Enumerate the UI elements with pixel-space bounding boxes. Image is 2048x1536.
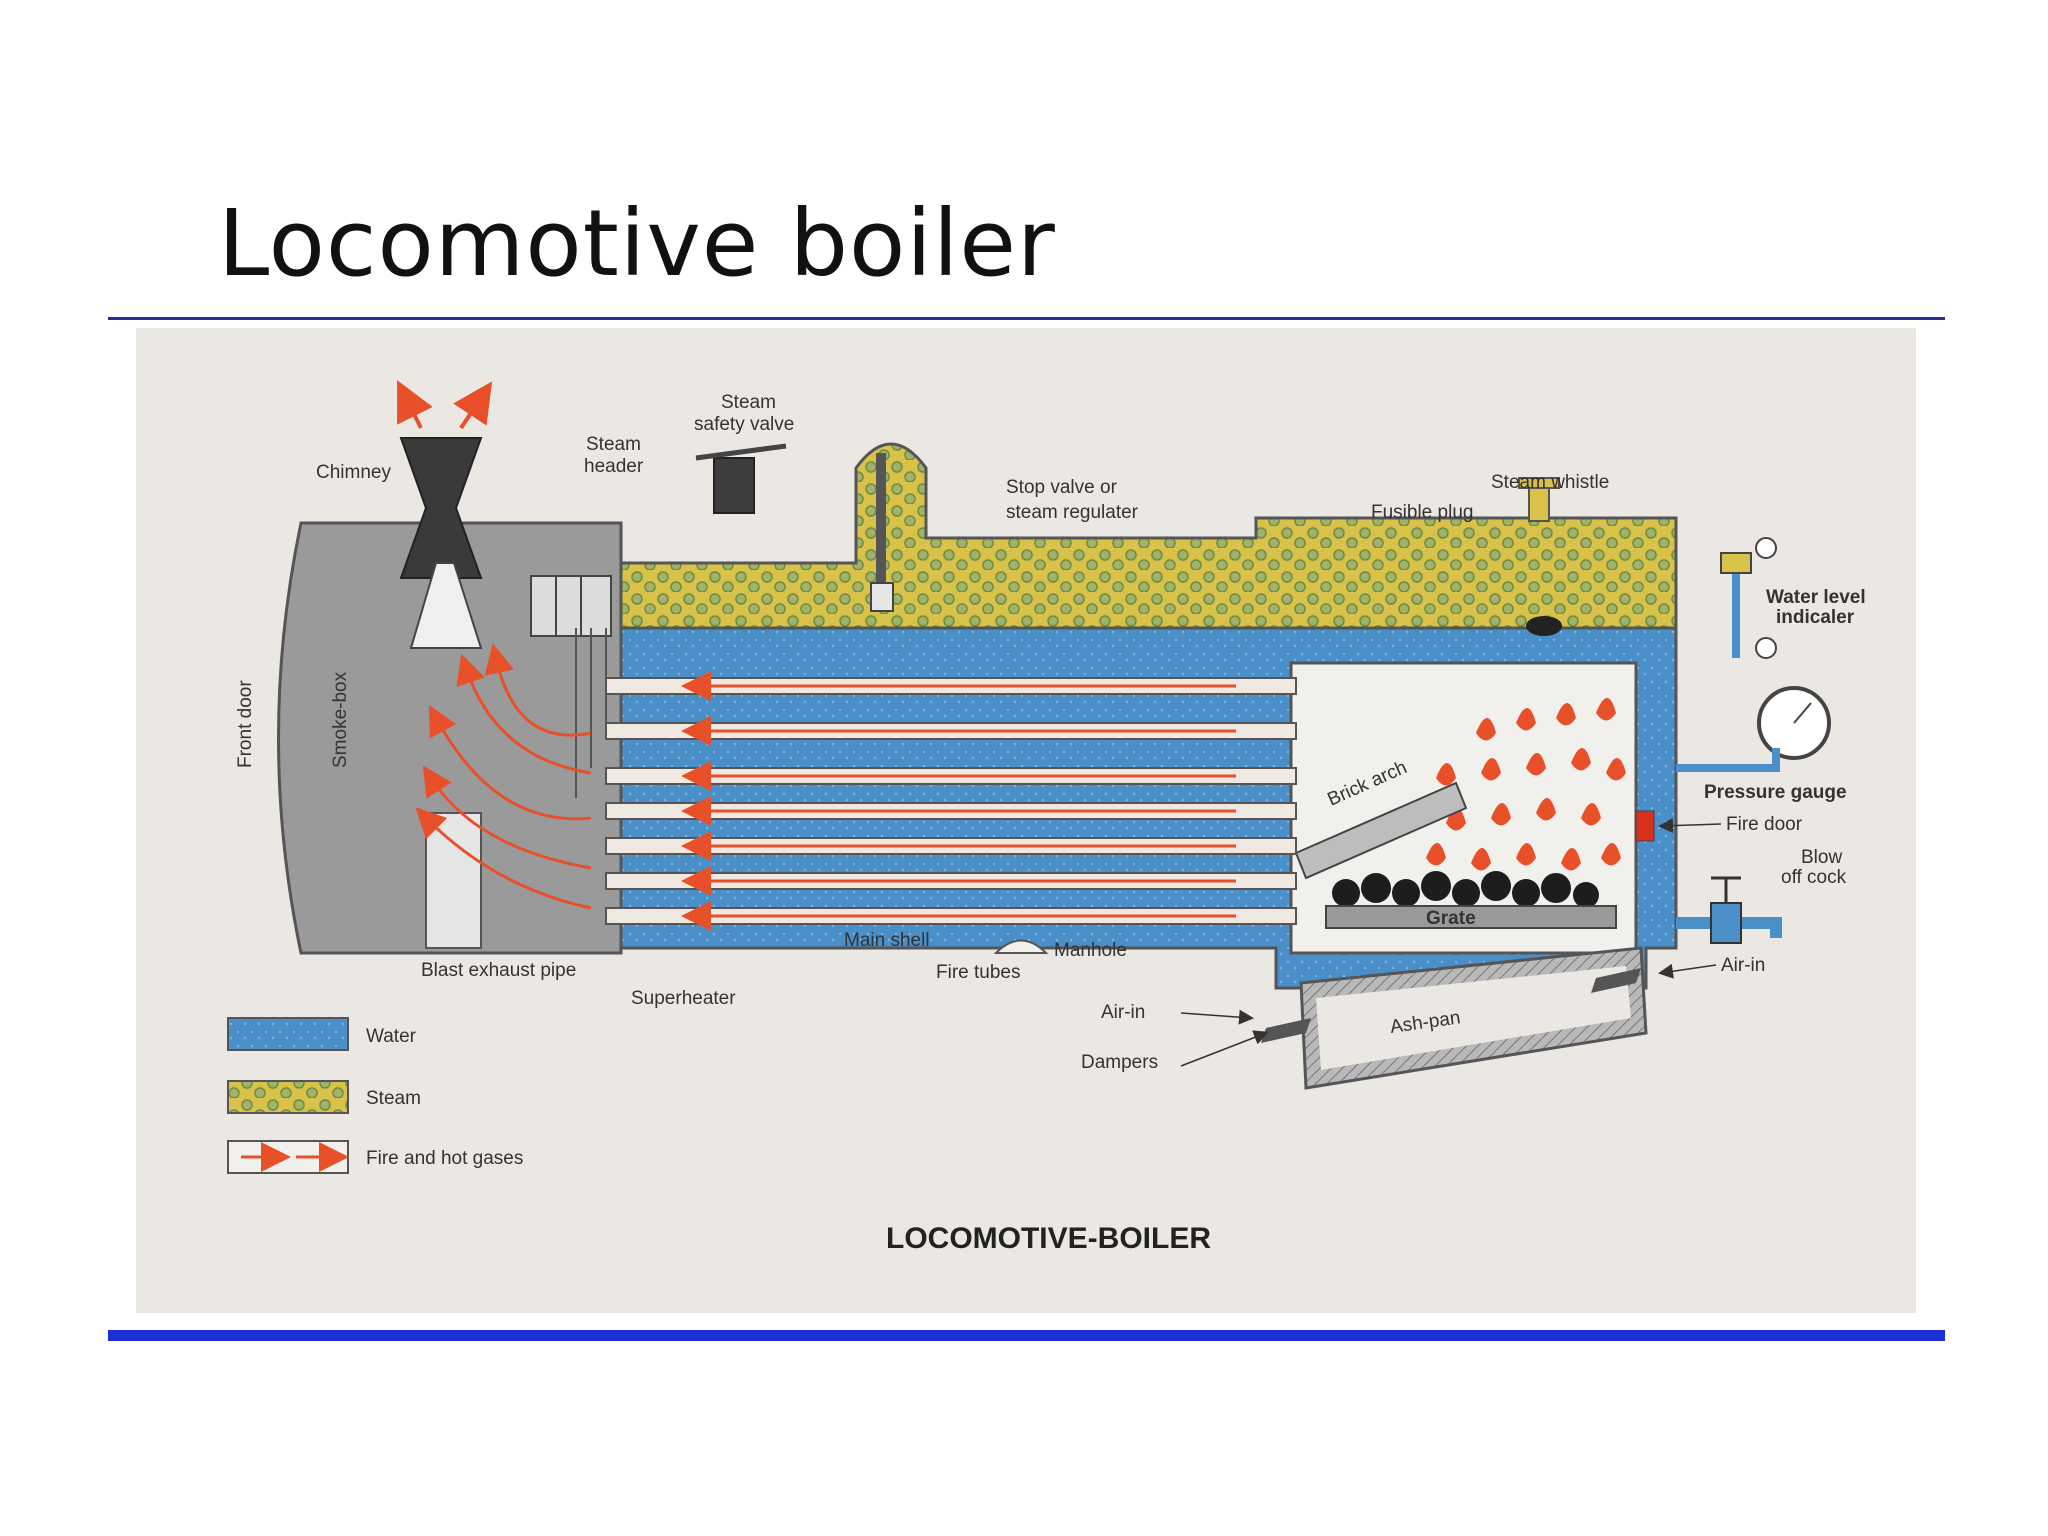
- label-steam-header-2: header: [584, 456, 644, 477]
- label-blow-off-cock-1: Blow: [1801, 847, 1842, 868]
- label-front-door: Front door: [235, 680, 256, 768]
- manhole: [993, 939, 1049, 954]
- damper-left: [1261, 1018, 1311, 1043]
- smoke-box-gas-flow: [415, 643, 592, 910]
- label-manhole: Manhole: [1054, 940, 1127, 961]
- blow-off-cock: [1676, 876, 1782, 944]
- label-blast-exhaust-pipe: Blast exhaust pipe: [421, 960, 576, 981]
- label-safety-valve-1: Steam: [721, 392, 776, 413]
- label-blow-off-cock-2: off cock: [1781, 867, 1847, 888]
- label-main-shell: Main shell: [844, 930, 930, 951]
- legend-label-water: Water: [366, 1026, 417, 1047]
- diagram-caption: LOCOMOTIVE-BOILER: [886, 1222, 1211, 1255]
- label-pressure-gauge: Pressure gauge: [1704, 782, 1847, 803]
- label-superheater: Superheater: [631, 988, 736, 1009]
- leader-lines: [1180, 818, 1722, 1067]
- label-steam-whistle: Steam whistle: [1491, 472, 1609, 493]
- fusible-plug: [1526, 616, 1562, 636]
- label-stop-valve-2: steam regulater: [1006, 502, 1139, 523]
- label-dampers: Dampers: [1081, 1052, 1158, 1073]
- label-fusible-plug: Fusible plug: [1371, 502, 1473, 523]
- legend-label-steam: Steam: [366, 1088, 421, 1109]
- label-fire-tubes: Fire tubes: [936, 962, 1020, 983]
- label-water-level-1: Water level: [1766, 587, 1866, 608]
- label-fire-door: Fire door: [1726, 814, 1803, 835]
- label-steam-header-1: Steam: [586, 434, 641, 455]
- label-air-in-right: Air-in: [1721, 955, 1765, 976]
- slide-title: Locomotive boiler: [218, 190, 1056, 297]
- pressure-gauge: [1676, 686, 1831, 772]
- footer-divider: [108, 1330, 1945, 1341]
- steam-header: [530, 575, 612, 637]
- legend-swatch-steam: [227, 1080, 349, 1114]
- legend-swatch-water: [227, 1017, 349, 1051]
- steam-safety-valve: [695, 443, 787, 514]
- fire-tubes: [605, 671, 1297, 931]
- stop-valve: [870, 453, 894, 612]
- label-air-in-left: Air-in: [1101, 1002, 1145, 1023]
- damper-right: [1591, 968, 1641, 993]
- label-chimney: Chimney: [316, 462, 391, 483]
- legend-label-fire: Fire and hot gases: [366, 1148, 523, 1169]
- legend: Water Steam Fire and hot gases: [227, 1017, 523, 1174]
- label-water-level-2: indicaler: [1776, 607, 1855, 628]
- label-smoke-box: Smoke-box: [330, 671, 351, 768]
- locomotive-boiler-diagram: Chimney Steam header Steam safety valve …: [136, 328, 1916, 1313]
- label-grate: Grate: [1426, 908, 1476, 929]
- steam-whistle: [1518, 477, 1560, 522]
- chimney: [397, 380, 493, 649]
- label-safety-valve-2: safety valve: [694, 414, 794, 435]
- label-stop-valve-1: Stop valve or: [1006, 477, 1118, 498]
- title-divider: [108, 317, 1945, 320]
- water-level-indicator: [1720, 537, 1777, 659]
- firebox: [1289, 661, 1655, 955]
